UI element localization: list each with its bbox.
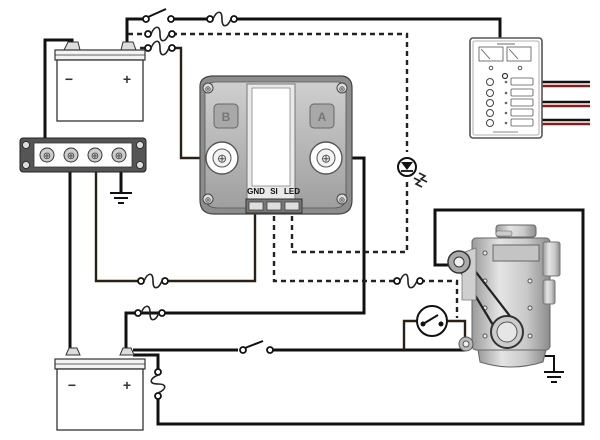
isolator-a-label: A bbox=[318, 110, 327, 124]
wires bbox=[43, 17, 590, 426]
fuse-led bbox=[144, 26, 176, 42]
wire-si bbox=[272, 207, 459, 318]
fuse-si bbox=[393, 273, 424, 289]
terminal-gnd-label: GND bbox=[247, 187, 265, 196]
bus-bar: ⊕ ⊕ ⊕ ⊕ bbox=[19, 137, 147, 173]
svg-text:⊕: ⊕ bbox=[205, 196, 212, 205]
start-battery-positive: + bbox=[123, 377, 131, 393]
led-indicator bbox=[397, 157, 428, 188]
wire-switch-loop bbox=[402, 319, 467, 350]
isolator-b-label: B bbox=[222, 110, 231, 124]
svg-text:⊕: ⊕ bbox=[91, 151, 99, 162]
fuse-gnd bbox=[137, 273, 169, 289]
screw-icon: ⊕ bbox=[336, 82, 348, 94]
house-battery-positive: + bbox=[123, 71, 131, 87]
svg-text:⊕: ⊕ bbox=[115, 151, 123, 162]
start-battery: − + bbox=[54, 347, 146, 431]
wire-house-to-isolator-b bbox=[140, 46, 208, 160]
screw-icon: ⊕ bbox=[202, 193, 214, 205]
wire-gnd bbox=[94, 158, 257, 283]
house-battery-negative: − bbox=[65, 71, 73, 87]
crank-pulley bbox=[490, 315, 524, 349]
battery-isolator: ⊕ ⊕ ⊕ ⊕ B A ⊕ ⊕ GND SI LED bbox=[199, 75, 353, 215]
fuse-isolator-b bbox=[144, 40, 176, 56]
panel-switch-row bbox=[486, 98, 534, 107]
fuse-alternator bbox=[150, 368, 166, 400]
bus-stud: ⊕ bbox=[39, 147, 55, 163]
house-battery: − + bbox=[54, 41, 146, 122]
oil-pressure-switch bbox=[416, 305, 448, 337]
svg-text:⊕: ⊕ bbox=[67, 151, 75, 162]
wire-led bbox=[290, 178, 409, 254]
panel-switch-row bbox=[486, 77, 534, 86]
panel-switch-row bbox=[486, 118, 534, 127]
start-battery-negative: − bbox=[68, 377, 76, 393]
screw-icon: ⊕ bbox=[202, 82, 214, 94]
svg-text:⊕: ⊕ bbox=[43, 151, 51, 162]
panel-switch-row bbox=[486, 108, 534, 117]
bus-stud: ⊕ bbox=[111, 147, 127, 163]
engine bbox=[447, 224, 561, 368]
isolator-post-a: ⊕ bbox=[309, 141, 343, 175]
distribution-panel bbox=[469, 37, 543, 139]
fuse-top bbox=[206, 11, 238, 27]
bus-stud: ⊕ bbox=[87, 147, 103, 163]
screw-icon: ⊕ bbox=[336, 193, 348, 205]
svg-text:⊕: ⊕ bbox=[321, 152, 331, 166]
svg-text:⊕: ⊕ bbox=[217, 152, 227, 166]
terminal-led-label: LED bbox=[284, 187, 300, 196]
fuse-start bbox=[134, 305, 166, 321]
panel-switch-row bbox=[486, 88, 534, 97]
svg-text:⊕: ⊕ bbox=[339, 85, 346, 94]
panel-wires bbox=[541, 80, 590, 126]
ground-symbol-bus bbox=[110, 192, 132, 204]
ignition-switch bbox=[239, 340, 274, 354]
wire-led-feed bbox=[128, 32, 409, 152]
svg-text:⊕: ⊕ bbox=[339, 196, 346, 205]
svg-text:⊕: ⊕ bbox=[205, 85, 212, 94]
top-switch bbox=[142, 8, 175, 23]
bus-stud: ⊕ bbox=[63, 147, 79, 163]
wire-house-to-panel-switched bbox=[125, 17, 502, 45]
terminal-si-label: SI bbox=[270, 187, 278, 196]
isolator-post-b: ⊕ bbox=[205, 141, 239, 175]
wire-start-to-alternator bbox=[133, 208, 585, 426]
starter-motor bbox=[458, 336, 474, 352]
alternator bbox=[447, 247, 477, 301]
